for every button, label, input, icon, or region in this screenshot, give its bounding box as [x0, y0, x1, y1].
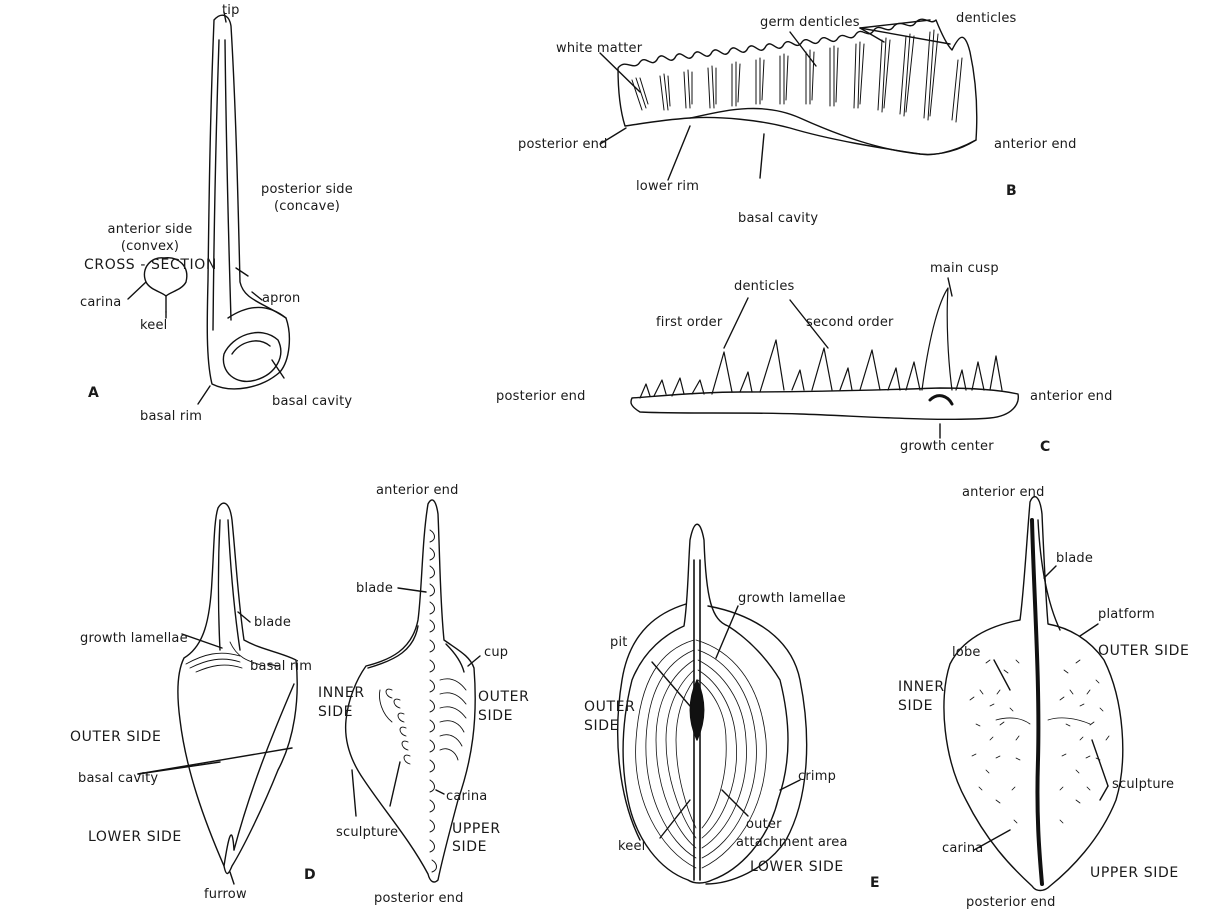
figure-e-upper-drawing	[944, 497, 1123, 891]
label-d-outer-side-left: OUTER SIDE	[70, 730, 161, 744]
label-c-second-order: second order	[806, 316, 894, 329]
label-d-lower-side: LOWER SIDE	[88, 830, 182, 844]
label-d-posterior-end: posterior end	[374, 892, 464, 905]
label-a-posterior-side: posterior side	[246, 183, 368, 196]
c-body	[631, 388, 1018, 419]
figure-d-lower-drawing	[138, 503, 297, 884]
label-c-anterior-end: anterior end	[1030, 390, 1113, 403]
label-e-outer-side-1: OUTER	[584, 700, 635, 714]
label-e-outer-side-right: OUTER SIDE	[1098, 644, 1189, 658]
e-carina	[1032, 520, 1042, 884]
e-growth-lamellae	[636, 640, 767, 868]
label-d-upper-side-1: UPPER	[452, 822, 501, 836]
label-d-sculpture: sculpture	[336, 826, 398, 839]
a-basal-cavity	[223, 333, 280, 382]
label-e-inner-side-2: SIDE	[898, 699, 933, 713]
label-e-outer-attachment-1: outer	[746, 818, 782, 831]
label-c-main-cusp: main cusp	[930, 262, 999, 275]
label-d-inner-side-2: SIDE	[318, 705, 353, 719]
label-c-denticles: denticles	[734, 280, 795, 293]
label-e-outer-side-2: SIDE	[584, 719, 619, 733]
label-c-letter: C	[1040, 440, 1050, 454]
label-c-posterior-end: posterior end	[496, 390, 586, 403]
label-a-posterior-concave: (concave)	[246, 200, 368, 213]
label-d-basal-cavity: basal cavity	[78, 772, 158, 785]
label-a-tip: tip	[222, 4, 240, 17]
figure-b-drawing	[600, 19, 977, 180]
label-d-outer-side-right-1: OUTER	[478, 690, 529, 704]
label-e-growth-lamellae: growth lamellae	[738, 592, 846, 605]
label-e-sculpture: sculpture	[1112, 778, 1174, 791]
label-b-lower-rim: lower rim	[636, 180, 699, 193]
label-d-growth-lamellae: growth lamellae	[80, 632, 188, 645]
label-e-blade: blade	[1056, 552, 1093, 565]
label-b-denticles: denticles	[956, 12, 1017, 25]
label-e-carina: carina	[942, 842, 983, 855]
label-b-germ-denticles: germ denticles	[760, 16, 860, 29]
label-b-white-matter: white matter	[556, 42, 642, 55]
e-pit	[690, 680, 704, 740]
label-a-anterior-side: anterior side	[90, 223, 210, 236]
c-main-cusp	[922, 288, 952, 390]
label-a-cross-section: CROSS - SECTION	[84, 258, 217, 272]
label-d-basal-rim: basal rim	[250, 660, 312, 673]
c-growth-center	[930, 396, 952, 404]
label-e-pit: pit	[610, 636, 628, 649]
label-b-anterior-end: anterior end	[994, 138, 1077, 151]
label-e-platform: platform	[1098, 608, 1155, 621]
label-e-outer-attachment-2: attachment area	[736, 836, 848, 849]
label-d-blade-right: blade	[356, 582, 393, 595]
label-d-blade-left: blade	[254, 616, 291, 629]
label-b-posterior-end: posterior end	[518, 138, 608, 151]
label-d-inner-side-1: INNER	[318, 686, 365, 700]
label-d-cup: cup	[484, 646, 508, 659]
label-a-basal-rim: basal rim	[140, 410, 202, 423]
label-e-lower-side: LOWER SIDE	[750, 860, 844, 874]
label-b-basal-cavity: basal cavity	[738, 212, 818, 225]
c-denticles	[640, 288, 1002, 398]
label-d-anterior-end: anterior end	[376, 484, 459, 497]
label-e-letter: E	[870, 876, 880, 890]
label-a-basal-cavity: basal cavity	[272, 395, 352, 408]
b-basal-cavity	[690, 108, 976, 154]
label-e-posterior-end: posterior end	[966, 896, 1056, 909]
d-lower-outline	[178, 503, 297, 873]
label-d-furrow: furrow	[204, 888, 247, 901]
label-e-lobe: lobe	[952, 646, 981, 659]
b-white-matter	[632, 30, 962, 122]
label-d-upper-side-2: SIDE	[452, 840, 487, 854]
label-e-upper-side: UPPER SIDE	[1090, 866, 1179, 880]
d-carina-row	[430, 530, 437, 872]
figure-c-drawing	[631, 278, 1018, 438]
label-d-outer-side-right-2: SIDE	[478, 709, 513, 723]
label-a-letter: A	[88, 386, 99, 400]
label-c-growth-center: growth center	[900, 440, 994, 453]
label-e-inner-side-1: INNER	[898, 680, 945, 694]
label-a-anterior-convex: (convex)	[90, 240, 210, 253]
label-e-crimp: crimp	[798, 770, 836, 783]
label-a-keel: keel	[140, 319, 167, 332]
label-b-letter: B	[1006, 184, 1017, 198]
label-d-carina: carina	[446, 790, 487, 803]
label-e-keel: keel	[618, 840, 645, 853]
label-e-anterior-end: anterior end	[962, 486, 1045, 499]
label-a-carina: carina	[80, 296, 121, 309]
label-d-letter: D	[304, 868, 316, 882]
label-a-apron: apron	[262, 292, 300, 305]
label-c-first-order: first order	[656, 316, 722, 329]
a-apron	[228, 307, 286, 318]
